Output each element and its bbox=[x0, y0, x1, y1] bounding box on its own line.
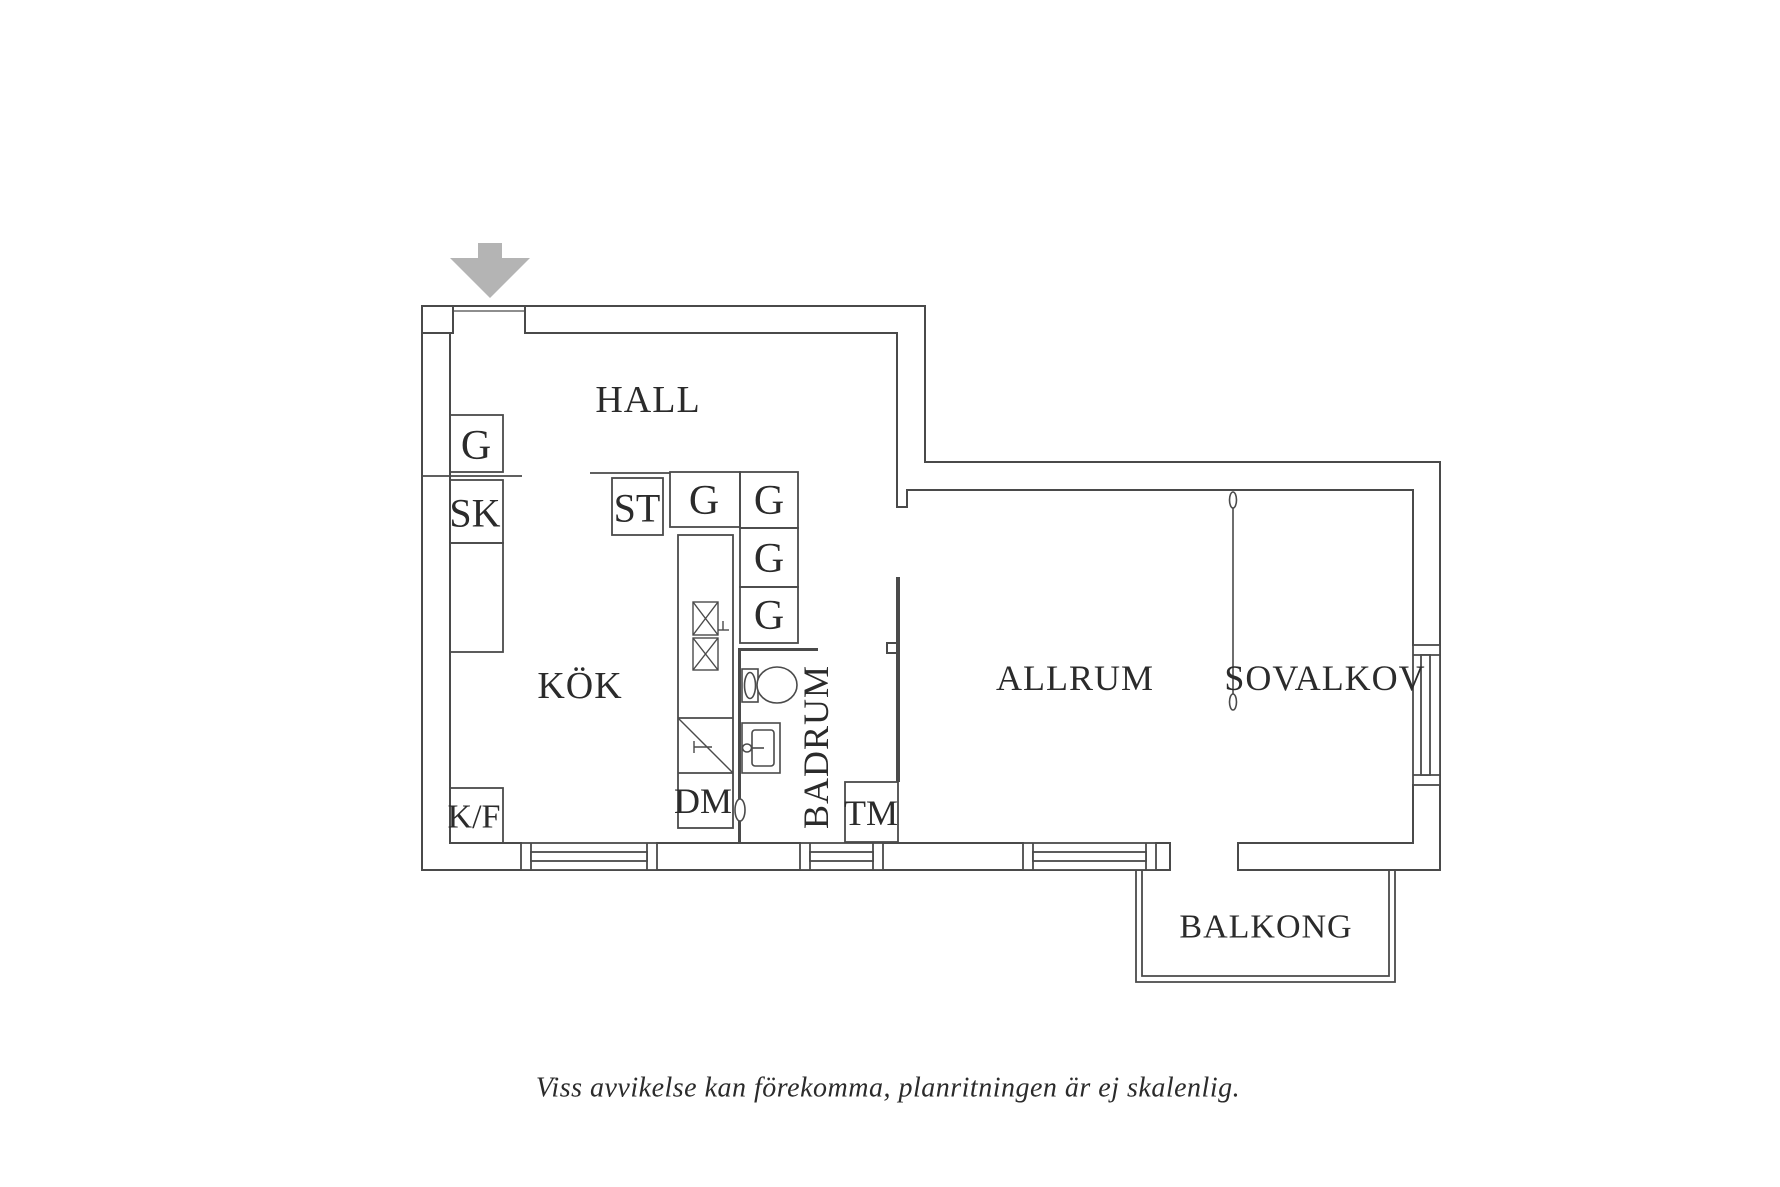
fixture-label-fridge-freezer: K/F bbox=[448, 799, 501, 836]
kitchen-sink-icon bbox=[692, 601, 729, 671]
room-label-balkong: BALKONG bbox=[1179, 909, 1352, 946]
washing-machine-box bbox=[844, 781, 899, 843]
exterior-wall-outline bbox=[421, 305, 1441, 871]
balcony-door-left-jamb bbox=[1155, 842, 1171, 871]
toilet-icon bbox=[741, 666, 798, 704]
fixture-label-dishwasher: DM bbox=[674, 781, 732, 821]
curtain-divider bbox=[1228, 491, 1238, 711]
room-label-sovalkov: SOVALKOV bbox=[1224, 658, 1425, 698]
balcony-railing bbox=[1135, 870, 1396, 983]
stove-icon bbox=[677, 717, 734, 774]
fixture-label-closet-st: ST bbox=[614, 486, 661, 531]
window-bathroom bbox=[799, 842, 884, 871]
room-label-allrum: ALLRUM bbox=[996, 658, 1154, 698]
kitchen-counter bbox=[677, 534, 734, 829]
washbasin-icon bbox=[741, 722, 781, 774]
right-interior-wall-lower bbox=[1237, 784, 1414, 871]
room-label-badrum: BADRUM bbox=[796, 665, 836, 829]
closet-g-box bbox=[449, 414, 504, 473]
bathroom-door-marker bbox=[734, 798, 746, 822]
fixture-label-cabinet-g3: G bbox=[754, 536, 784, 582]
entrance-arrow-icon bbox=[450, 243, 530, 298]
cabinet-g4-box bbox=[739, 586, 799, 644]
room-label-kok: KÖK bbox=[537, 665, 622, 707]
allrum-partition-wall bbox=[896, 577, 900, 782]
window-kitchen bbox=[520, 842, 658, 871]
fixture-label-cabinet-g1: G bbox=[689, 478, 719, 524]
bathroom-left-wall bbox=[738, 651, 741, 843]
window-allrum bbox=[1022, 842, 1157, 871]
disclaimer-caption: Viss avvikelse kan förekomma, planritnin… bbox=[536, 1073, 1240, 1104]
fridge-freezer-box bbox=[449, 787, 504, 844]
entrance-door-left-jamb bbox=[421, 305, 454, 334]
fixture-label-cabinet-g4: G bbox=[754, 593, 784, 639]
window-sovalkov bbox=[1412, 644, 1441, 786]
wall-stub-bathroom bbox=[886, 642, 898, 654]
fixture-label-washing-machine: TM bbox=[844, 793, 898, 833]
fixture-label-cabinet-g2: G bbox=[754, 478, 784, 524]
allrum-top-interior-wall bbox=[906, 489, 1414, 646]
room-label-hall: HALL bbox=[595, 379, 700, 421]
closet-st-box bbox=[611, 477, 664, 536]
hall-interior-wall bbox=[524, 305, 898, 491]
fixture-label-closet-g: G bbox=[461, 423, 491, 469]
bathroom-top-wall bbox=[738, 648, 818, 651]
wall-stub-top bbox=[896, 489, 908, 508]
fixture-label-closet-sk: SK bbox=[449, 491, 500, 536]
tall-cabinet-box bbox=[449, 542, 504, 653]
